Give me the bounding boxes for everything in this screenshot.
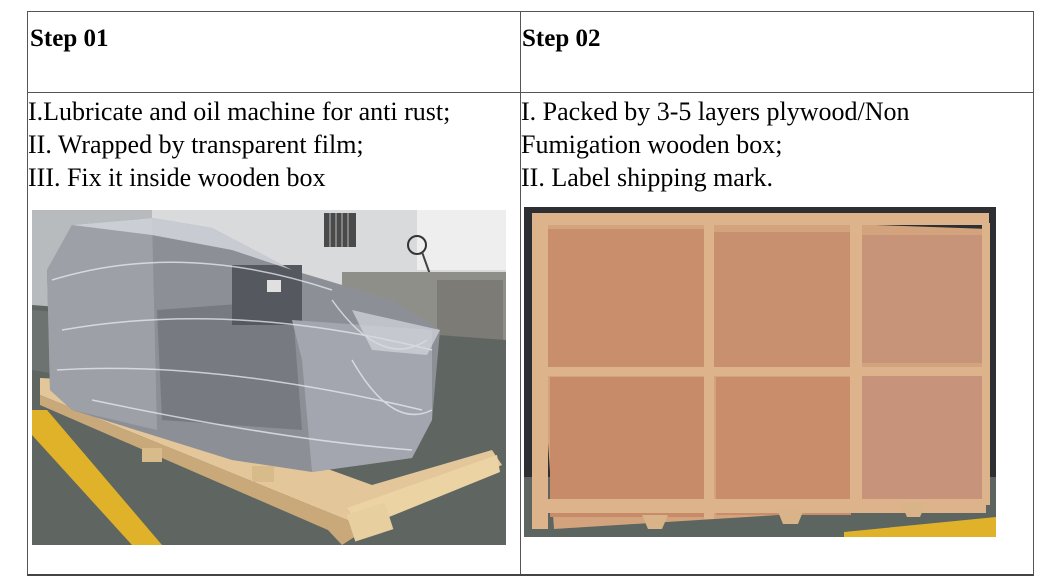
step-01-line-2: II. Wrapped by transparent film;	[28, 130, 364, 159]
step-01-line-1: I.Lubricate and oil machine for anti rus…	[28, 97, 451, 126]
step-02-header: Step 02	[522, 25, 601, 52]
step-02-line-2: Fumigation wooden box;	[521, 130, 783, 159]
plywood-box-photo	[524, 207, 996, 537]
machine-wrapped-photo	[32, 210, 506, 545]
step-02-line-1: I. Packed by 3-5 layers plywood/Non	[521, 97, 910, 126]
step-01-header: Step 01	[30, 25, 109, 52]
packing-steps-table: Step 01 Step 02 I.Lubricate and oil mach…	[27, 11, 1034, 576]
header-divider	[28, 92, 1033, 93]
step-01-line-3: III. Fix it inside wooden box	[28, 163, 326, 192]
step-02-line-3: II. Label shipping mark.	[521, 163, 773, 192]
step-01-instructions: I.Lubricate and oil machine for anti rus…	[28, 95, 450, 194]
column-divider	[520, 12, 521, 574]
step-02-instructions: I. Packed by 3-5 layers plywood/Non Fumi…	[521, 95, 909, 194]
